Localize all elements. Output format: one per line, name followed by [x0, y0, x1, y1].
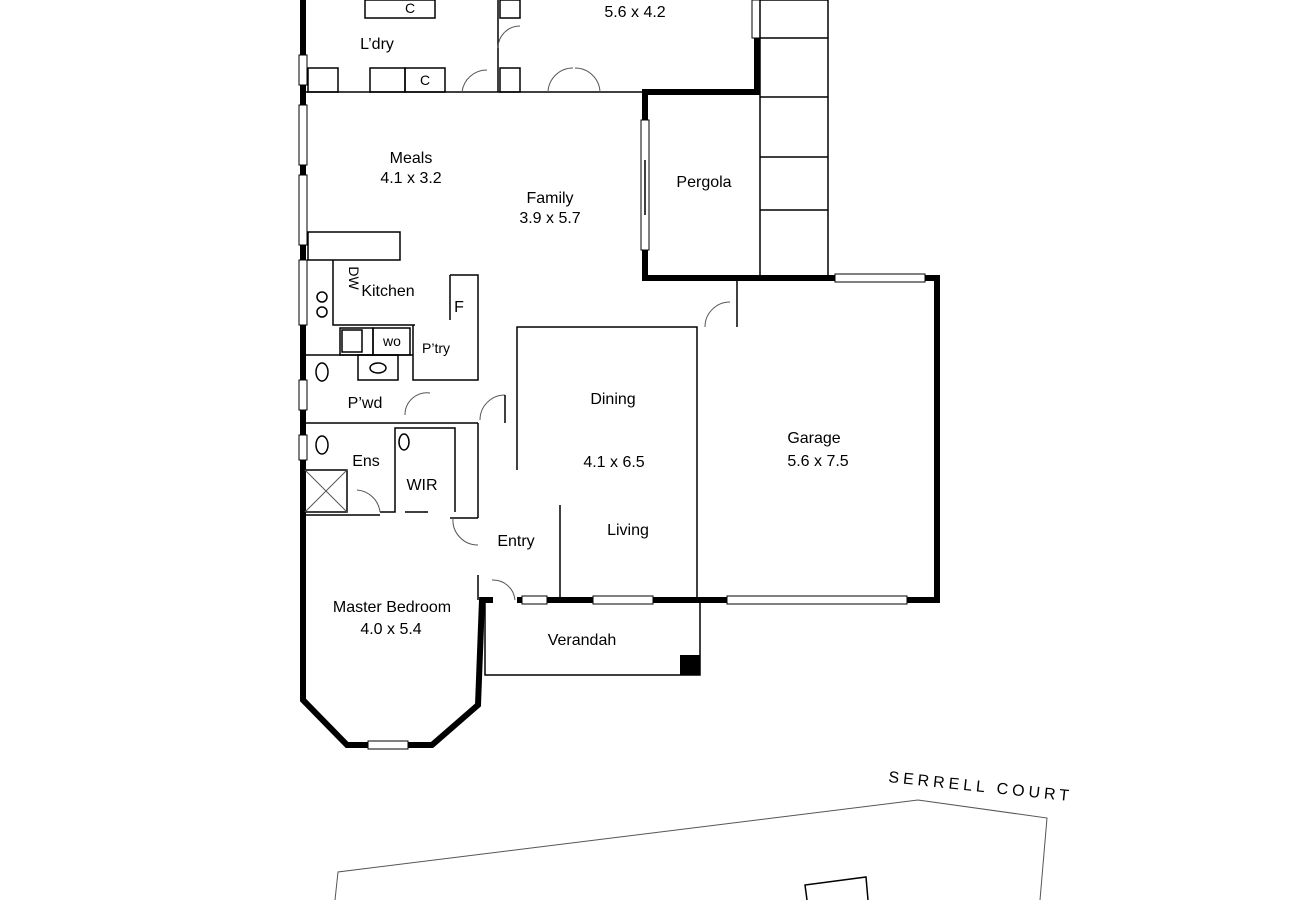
room-family: Family [526, 190, 573, 207]
room-dims: 5.6 x 4.2 [604, 4, 665, 21]
room-dining-dims: 4.1 x 6.5 [583, 454, 644, 471]
room-meals-dims: 4.1 x 3.2 [380, 170, 441, 187]
room-verandah: Verandah [548, 632, 617, 649]
fridge-label: F [454, 299, 464, 316]
room-dining: Dining [590, 391, 635, 408]
room-entry: Entry [497, 533, 534, 550]
site-boundary [334, 799, 1048, 900]
room-master-bedroom: Master Bedroom [333, 599, 451, 616]
room-laundry: L’dry [360, 36, 394, 53]
cupboard-label: C [405, 0, 415, 16]
room-ensuite: Ens [352, 453, 380, 470]
room-pantry: P’try [422, 340, 450, 356]
dishwasher-label: DW [346, 266, 362, 290]
room-living: Living [607, 522, 649, 539]
room-wir: WIR [406, 477, 437, 494]
wall-oven-label: WO [382, 333, 401, 349]
verandah-post [680, 655, 700, 675]
room-powder: P’wd [348, 395, 383, 412]
room-meals: Meals [390, 150, 433, 167]
room-garage: Garage [787, 430, 840, 447]
cupboard-label: C [420, 72, 430, 88]
interior-walls [303, 0, 829, 676]
room-family-dims: 3.9 x 5.7 [519, 210, 580, 227]
room-garage-dims: 5.6 x 7.5 [787, 453, 848, 470]
room-pergola: Pergola [676, 174, 731, 191]
room-kitchen: Kitchen [361, 283, 414, 300]
room-master-dims: 4.0 x 5.4 [360, 621, 421, 638]
